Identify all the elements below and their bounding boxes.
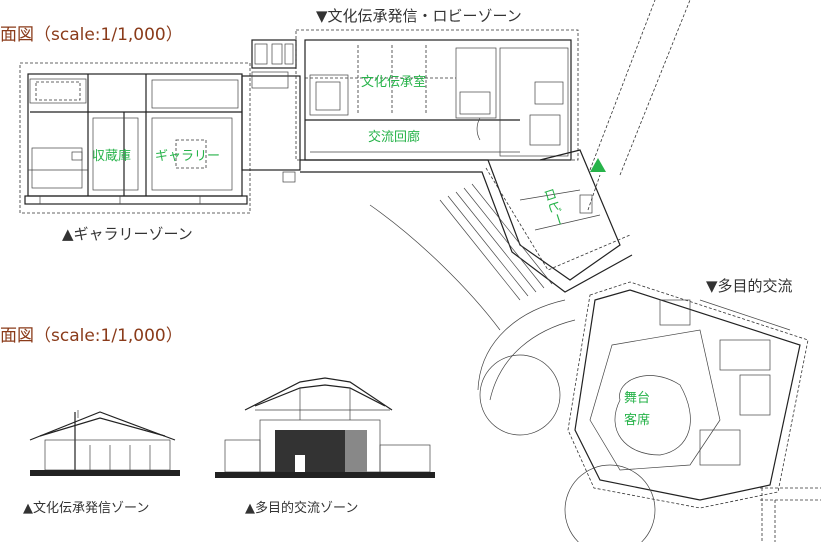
- section-caption-culture: ▲文化伝承発信ゾーン: [23, 501, 149, 516]
- room-label-gallery: ギャラリー: [155, 149, 220, 164]
- room-label-storage: 収蔵庫: [92, 149, 131, 164]
- room-label-culture: 文化伝承室: [361, 74, 426, 90]
- section-drawing-culture: [29, 410, 180, 476]
- lobby-wing-plan: [300, 149, 633, 301]
- room-label-corridor: 交流回廊: [368, 129, 420, 145]
- zone-label-multipurpose: ▼多目的交流: [706, 277, 793, 295]
- entrance-path: [587, 0, 691, 211]
- zone-label-culture-lobby: ▼文化伝承発信・ロビーゾーン: [316, 7, 522, 25]
- plan-title: 面図（scale:1/1,000）: [0, 25, 183, 45]
- section-drawing-multipurpose: [215, 377, 435, 478]
- multipurpose-hall-plan: [479, 281, 821, 542]
- section-caption-multipurpose: ▲多目的交流ゾーン: [245, 500, 358, 516]
- room-label-seats: 客席: [624, 412, 650, 428]
- room-label-stage: 舞台: [624, 391, 650, 406]
- connector-plan: [241, 39, 301, 183]
- landscape-curves: [369, 204, 576, 401]
- entrance-marker-icon: [590, 158, 606, 172]
- section-title: 面図（scale:1/1,000）: [0, 326, 183, 346]
- zone-label-gallery: ▲ギャラリーゾーン: [62, 225, 193, 243]
- gallery-zone-plan: [19, 62, 251, 214]
- culture-wing-plan: [295, 29, 579, 161]
